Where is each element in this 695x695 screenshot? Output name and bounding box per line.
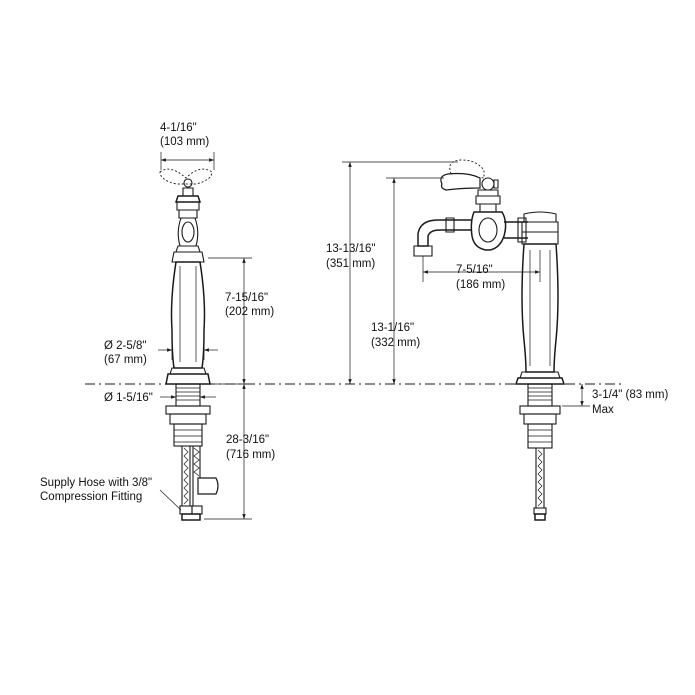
body-diameter-mm: (67 mm) xyxy=(104,354,147,366)
cross-handle xyxy=(159,168,213,197)
spout-height-mm: (332 mm) xyxy=(371,337,420,349)
body-diameter-in: Ø 2-5/8" xyxy=(104,340,146,352)
total-length-in: 28-3/16" xyxy=(226,434,269,446)
handle-width-in: 4-1/16" xyxy=(160,122,197,134)
spout-reach-mm: (186 mm) xyxy=(456,279,505,291)
shank-diameter: Ø 1-5/16" xyxy=(104,392,153,404)
front-view-faucet xyxy=(159,168,219,521)
supply-hoses xyxy=(179,446,219,521)
overall-height-in: 13-13/16" xyxy=(326,243,375,255)
body-height-mm: (202 mm) xyxy=(225,306,274,318)
spout-reach-in: 7-5/16" xyxy=(456,264,493,276)
handle-width-mm: (103 mm) xyxy=(160,136,209,148)
supply-hose-line1: Supply Hose with 3/8" xyxy=(40,477,152,489)
body-height-in: 7-15/16" xyxy=(225,292,268,304)
total-length-mm: (716 mm) xyxy=(226,449,275,461)
deck-thickness-max: Max xyxy=(592,404,614,416)
side-view-faucet xyxy=(413,159,566,521)
overall-height-mm: (351 mm) xyxy=(326,258,375,270)
deck-thickness: 3-1/4" (83 mm) xyxy=(592,389,668,401)
lever-handle xyxy=(440,159,499,191)
spout-height-in: 13-1/16" xyxy=(371,322,414,334)
supply-hose-line2: Compression Fitting xyxy=(40,491,142,503)
